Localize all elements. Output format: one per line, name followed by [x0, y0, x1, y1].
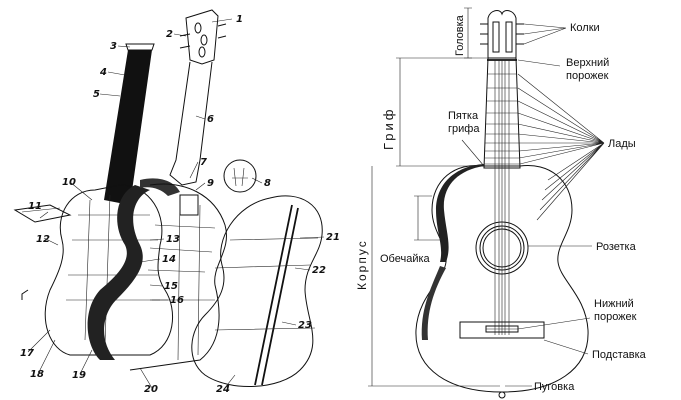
part-number-11: 11: [28, 201, 42, 212]
label-obechayka: Обечайка: [380, 253, 431, 265]
part-number-1: 1: [236, 14, 243, 25]
part-number-3: 3: [110, 41, 117, 52]
label-verkhny-porozhek-2: порожек: [566, 70, 609, 82]
part-number-12: 12: [36, 234, 50, 245]
exploded-view: 1 2 3 4 5 6 7 8 9 10 11 12 13 14 15 16 1…: [13, 9, 340, 395]
part-number-14: 14: [162, 254, 176, 265]
part-number-6: 6: [207, 114, 214, 125]
label-kolki: Колки: [570, 22, 600, 34]
part-number-13: 13: [166, 234, 180, 245]
part-number-10: 10: [62, 177, 76, 188]
label-rozetka: Розетка: [596, 241, 637, 253]
part-number-16: 16: [170, 295, 184, 306]
label-golovka: Головка: [454, 14, 466, 56]
part-number-18: 18: [30, 369, 44, 380]
part-number-7: 7: [200, 157, 207, 168]
assembled-view: Колки Верхний порожек Пятка грифа Лады Р…: [355, 7, 647, 399]
exploded-rib-band: [87, 178, 180, 360]
part-number-21: 21: [326, 232, 340, 243]
label-podstavka: Подставка: [592, 349, 647, 361]
part-number-4: 4: [99, 67, 107, 78]
label-pyatka-grifa-1: Пятка: [448, 110, 479, 122]
part-number-20: 20: [144, 384, 158, 395]
part-number-9: 9: [207, 178, 214, 189]
part-number-15: 15: [164, 281, 178, 292]
part-number-24: 24: [216, 384, 230, 395]
label-nizhny-porozhek-2: порожек: [594, 311, 637, 323]
label-pyatka-grifa-2: грифа: [448, 123, 480, 135]
headstock: [480, 10, 524, 59]
part-numbers: 1 2 3 4 5 6 7 8 9 10 11 12 13 14 15 16 1…: [20, 14, 340, 395]
part-number-22: 22: [312, 265, 326, 276]
exploded-back-frame: [129, 183, 227, 371]
label-korpus: Корпус: [355, 239, 369, 290]
label-nizhny-porozhek-1: Нижний: [594, 298, 634, 310]
guitar-body: [415, 60, 589, 399]
exploded-fingerboard: [104, 43, 155, 205]
part-number-2: 2: [166, 29, 173, 40]
label-pugovka: Пуговка: [534, 381, 575, 393]
dimension-lines: [368, 7, 500, 387]
exploded-top: [44, 184, 174, 356]
part-number-8: 8: [264, 178, 271, 189]
exploded-detail-circle: [223, 159, 257, 193]
part-number-5: 5: [93, 89, 100, 100]
exploded-neck: [169, 9, 227, 186]
label-lady: Лады: [608, 138, 636, 150]
part-number-23: 23: [298, 320, 312, 331]
exploded-side-detail: [13, 204, 72, 300]
label-grif: Гриф: [381, 107, 396, 151]
part-number-17: 17: [20, 348, 34, 359]
label-verkhny-porozhek-1: Верхний: [566, 57, 609, 69]
exploded-back-plate: [191, 195, 323, 387]
part-number-19: 19: [72, 370, 86, 381]
